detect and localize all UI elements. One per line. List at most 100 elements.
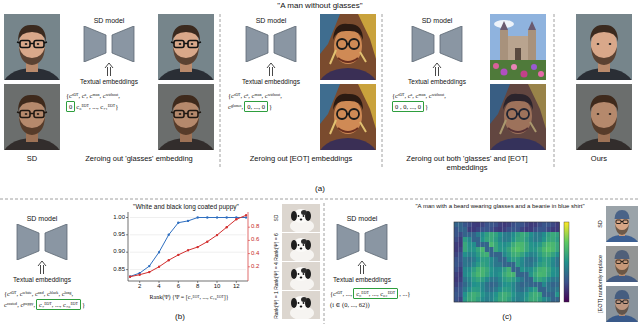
heatmap-cell	[489, 292, 494, 297]
heatmap-cell	[555, 292, 560, 297]
heatmap-cell	[476, 272, 481, 277]
heatmap-cell	[555, 247, 560, 252]
heatmap-cell	[542, 292, 547, 297]
heatmap-cell	[551, 252, 556, 257]
heatmap-cell	[546, 252, 551, 257]
image-caption: Ours	[558, 154, 640, 163]
heatmap-cell	[463, 247, 468, 252]
heatmap-cell	[533, 242, 538, 247]
heatmap-cell	[516, 292, 521, 297]
input-caption: Textual embeddings	[320, 276, 404, 284]
heatmap-cell	[516, 242, 521, 247]
heatmap-cell	[467, 282, 472, 287]
heatmap-cell	[467, 277, 472, 282]
heatmap-cell	[476, 227, 481, 232]
heatmap-cell	[485, 247, 490, 252]
heatmap-cell	[458, 242, 463, 247]
heatmap-cell	[520, 257, 525, 262]
axis-tick: 0.95	[102, 231, 125, 238]
heatmap-cell	[498, 227, 503, 232]
heatmap-cell	[454, 242, 459, 247]
heatmap-cell	[467, 262, 472, 267]
heatmap-cell	[511, 232, 516, 237]
heatmap-cell	[538, 292, 543, 297]
heatmap-cell	[463, 267, 468, 272]
heatmap-cell	[511, 237, 516, 242]
heatmap-cell	[498, 287, 503, 292]
heatmap-cell	[542, 282, 547, 287]
heatmap-cell	[498, 232, 503, 237]
heatmap-cell	[555, 272, 560, 277]
heatmap-cell	[507, 227, 512, 232]
heatmap-cell	[507, 282, 512, 287]
heatmap-cell	[476, 287, 481, 292]
embedding-formula: }	[425, 101, 428, 112]
heatmap-cell	[467, 242, 472, 247]
heatmap-cell	[520, 277, 525, 282]
heatmap-cell	[529, 232, 534, 237]
heatmap-cell	[476, 247, 481, 252]
heatmap-cell	[511, 297, 516, 302]
node-text: c₀ᴱᴼᵀ, ..., c₆₂ᴱᴼᵀ	[356, 290, 395, 297]
heatmap-cell	[542, 252, 547, 257]
heatmap-cell	[520, 292, 525, 297]
heatmap-cell	[472, 237, 477, 242]
heatmap-cell	[458, 282, 463, 287]
heatmap-cell	[538, 247, 543, 252]
heatmap-cell	[480, 252, 485, 257]
heatmap-cell	[551, 267, 556, 272]
heatmap-cell	[524, 232, 529, 237]
heatmap-cell	[511, 282, 516, 287]
heatmap-cell	[546, 297, 551, 302]
heatmap-cell	[507, 237, 512, 242]
heatmap-cell	[498, 272, 503, 277]
heatmap-cell	[472, 227, 477, 232]
heatmap-cell	[485, 262, 490, 267]
heatmap-cell	[551, 282, 556, 287]
heatmap-cell	[529, 272, 534, 277]
heatmap-cell	[555, 262, 560, 267]
heatmap-cell	[551, 237, 556, 242]
heatmap-cell	[502, 227, 507, 232]
image-caption: Zeroing out [EOT] embeddings	[226, 154, 376, 163]
heatmap-cell	[472, 267, 477, 272]
heatmap-cell	[516, 247, 521, 252]
heatmap-cell	[524, 242, 529, 247]
node-text: SD model	[14, 214, 70, 223]
heatmap-cell	[454, 247, 459, 252]
heatmap-cell	[533, 287, 538, 292]
heatmap-cell	[511, 242, 516, 247]
heatmap-cell	[546, 242, 551, 247]
heatmap-cell	[454, 262, 459, 267]
photo-column	[282, 204, 320, 320]
heatmap-cell	[529, 292, 534, 297]
heatmap-cell	[511, 287, 516, 292]
heatmap-cell	[502, 257, 507, 262]
heatmap-cell	[555, 252, 560, 257]
heatmap-cell	[480, 227, 485, 232]
heatmap-cell	[454, 287, 459, 292]
heatmap-cell	[520, 297, 525, 302]
heatmap-cell	[485, 292, 490, 297]
embedding-formula: }	[82, 299, 85, 310]
heatmap-cell	[476, 292, 481, 297]
heatmap-cell	[480, 257, 485, 262]
heatmap-cell	[485, 227, 490, 232]
input-arrow	[38, 63, 441, 274]
highlight-box: c₇ᴱᴼᵀ, ..., c₇₆ᴱᴼᵀ	[36, 299, 81, 310]
heatmap-cell	[489, 227, 494, 232]
heatmap-cell	[463, 252, 468, 257]
heatmap-cell	[507, 292, 512, 297]
heatmap-cell	[538, 277, 543, 282]
axis-tick: 0.8	[251, 223, 267, 230]
embedding-formula: cᶜᵒᵃᵗᵉᵈ, cᵖᵘᵖᵖʸ,	[4, 299, 35, 310]
input-caption: Textual embeddings	[226, 78, 316, 86]
heatmap-cell	[467, 272, 472, 277]
heatmap-cell	[480, 287, 485, 292]
heatmap-cell	[542, 222, 547, 227]
heatmap-cell	[458, 247, 463, 252]
heatmap-cell	[458, 232, 463, 237]
heatmap-cell	[476, 282, 481, 287]
heatmap-cell	[498, 282, 503, 287]
heatmap-cell	[507, 297, 512, 302]
